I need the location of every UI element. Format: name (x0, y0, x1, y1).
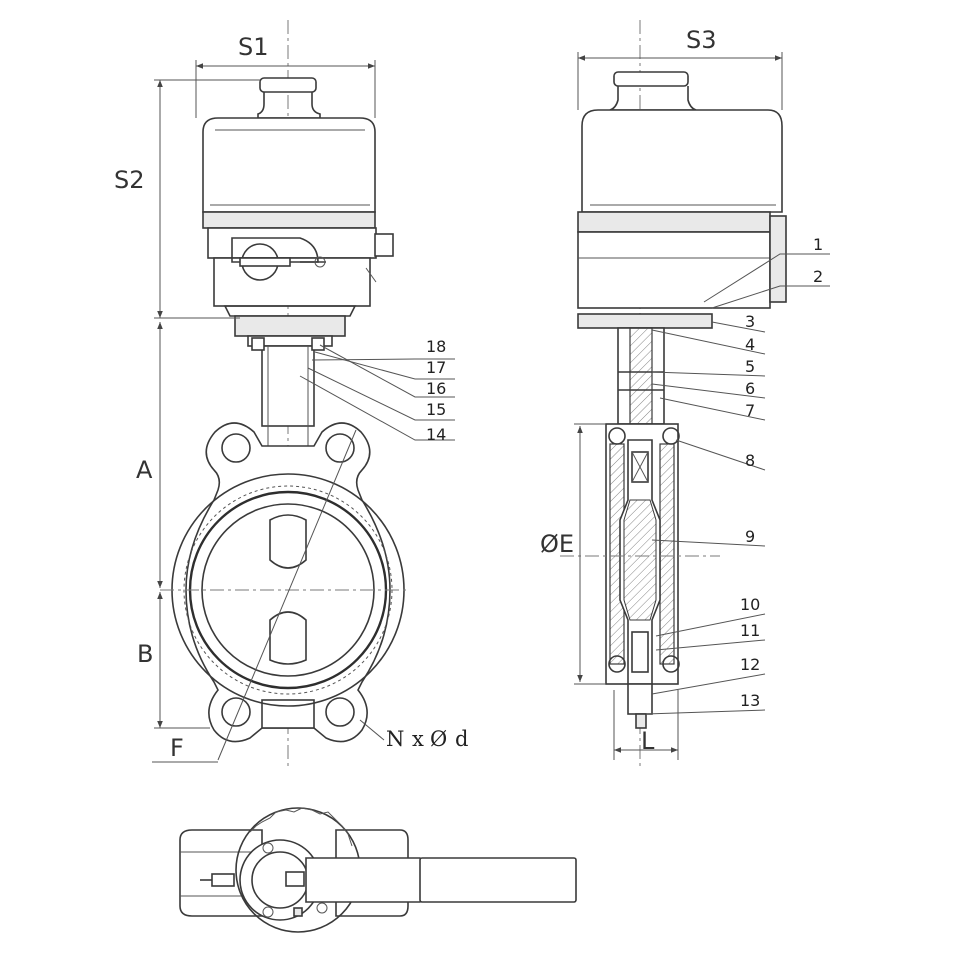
bolt-diameter-symbol: Ø (430, 727, 447, 751)
part-number-7: 7 (745, 401, 755, 420)
front-leaders (299, 344, 455, 441)
part-number-5: 5 (745, 357, 755, 376)
bolt-diameter-label: d (455, 727, 468, 751)
valve-body (171, 422, 405, 743)
front-view (152, 20, 455, 770)
part-number-16: 16 (426, 379, 446, 398)
mounting-flange (234, 315, 346, 337)
part-number-14: 14 (426, 425, 446, 444)
bolt-count-label: N (386, 727, 404, 751)
part-number-11: 11 (740, 621, 760, 640)
bolt-hole (325, 697, 355, 727)
dim-e: ØE (540, 530, 574, 558)
dim-f: F (170, 734, 184, 762)
side-neck (617, 327, 665, 425)
part-number-15: 15 (426, 400, 446, 419)
bolt-hole (221, 697, 251, 727)
side-mounting-plate (577, 313, 713, 329)
side-view (560, 20, 830, 770)
part-number-4: 4 (745, 335, 755, 354)
side-body-section (605, 423, 680, 729)
part-number-13: 13 (740, 691, 760, 710)
part-number-6: 6 (745, 379, 755, 398)
part-number-9: 9 (745, 527, 755, 546)
part-number-10: 10 (740, 595, 760, 614)
dim-l: L (641, 727, 655, 755)
dim-b: B (137, 640, 153, 668)
top-view (179, 807, 577, 933)
part-number-2: 2 (813, 267, 823, 286)
part-number-12: 12 (740, 655, 760, 674)
actuator-cap (257, 77, 321, 119)
part-number-3: 3 (745, 312, 755, 331)
dim-s1: S1 (238, 33, 269, 61)
dim-s2: S2 (114, 166, 145, 194)
bolt-hole (325, 433, 355, 463)
dim-a: A (136, 456, 153, 484)
bolt-hole (221, 433, 251, 463)
side-actuator (577, 71, 787, 309)
front-dimensions (154, 60, 376, 729)
bolt-times-label: x (412, 727, 424, 751)
part-number-1: 1 (813, 235, 823, 254)
dim-s3: S3 (686, 26, 717, 54)
part-number-17: 17 (426, 358, 446, 377)
part-number-8: 8 (745, 451, 755, 470)
bolt-spec-label: N x Ø d (386, 727, 468, 751)
side-leaders (645, 253, 830, 715)
actuator-body (202, 117, 394, 317)
part-number-18: 18 (426, 337, 446, 356)
valve-neck (247, 335, 333, 470)
